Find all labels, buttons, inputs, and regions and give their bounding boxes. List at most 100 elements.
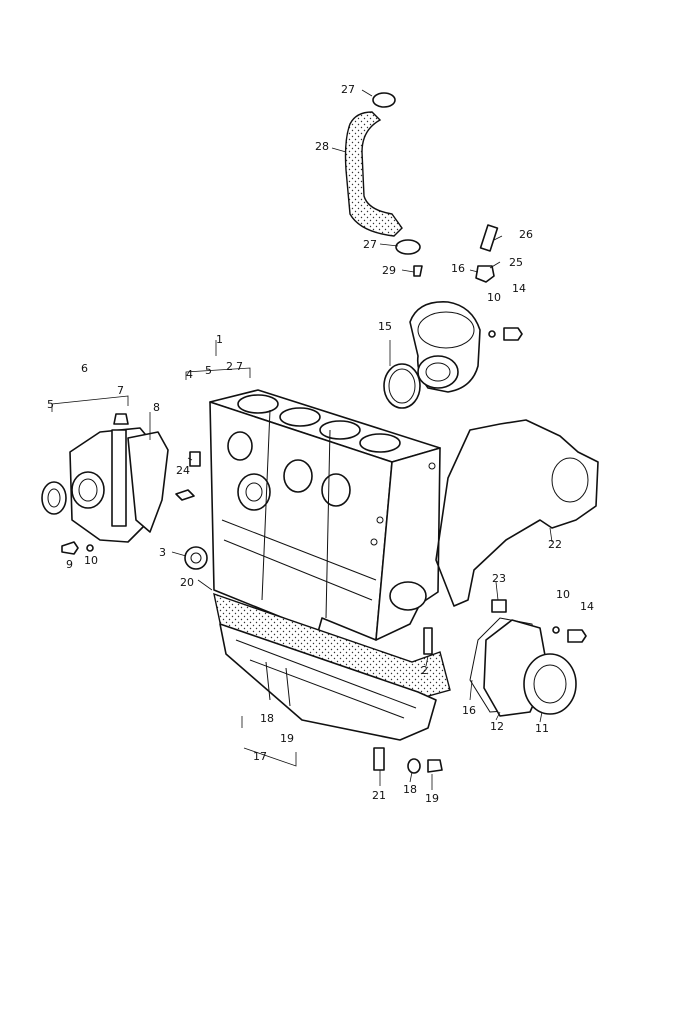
bracket-1 <box>185 367 251 380</box>
pump-plug <box>113 413 129 425</box>
block-rib-1 <box>221 519 377 581</box>
front-boss-2-bore <box>245 482 263 502</box>
drain-bolt <box>373 747 385 771</box>
callout-21: 21 <box>372 789 386 802</box>
bracket-17 <box>241 716 297 767</box>
rear-engine-plate <box>435 419 599 613</box>
callout-10-right: 10 <box>556 588 570 601</box>
oil-pan-fin-2 <box>285 667 291 707</box>
thermostat-housing-assembly <box>383 224 523 409</box>
seal-bolt <box>567 629 587 643</box>
block-hole-3 <box>428 462 436 470</box>
rear-crank-seal <box>523 653 577 715</box>
cylinder-block <box>209 389 441 641</box>
housing-flange <box>417 355 459 389</box>
callout-26: 26 <box>519 228 533 241</box>
callout-14-top: 14 <box>512 282 526 295</box>
callout-6: 6 <box>81 362 88 375</box>
callout-27-top: 27 <box>341 83 355 96</box>
callout-24: 24 <box>176 464 190 477</box>
oil-pan-fin-1 <box>265 661 271 701</box>
hose-clamp-upper <box>372 92 396 108</box>
dowel-sleeve <box>175 489 195 501</box>
bracket-6 <box>51 395 129 412</box>
bolt-pump <box>61 541 79 555</box>
side-port-2 <box>321 473 351 507</box>
seal-screw <box>552 626 560 634</box>
pump-bore <box>71 471 105 509</box>
callout-16-bottom: 16 <box>462 704 476 717</box>
rear-seal-assembly <box>469 617 587 717</box>
oil-pan-rib-1 <box>235 639 417 709</box>
oil-pump-shaft <box>111 429 127 527</box>
block-hole-2 <box>376 516 384 524</box>
sensor-plug <box>189 451 201 467</box>
plate-dowel <box>491 599 507 613</box>
callout-18-bottom: 18 <box>403 783 417 796</box>
drain-washer <box>407 758 421 774</box>
clip <box>413 265 423 277</box>
front-boss-2 <box>237 473 271 511</box>
drain-plug <box>427 759 443 773</box>
callout-5-left: 5 <box>47 398 54 411</box>
callout-10-left: 10 <box>84 554 98 567</box>
front-boss-1 <box>227 431 253 461</box>
oil-seal-3-lip <box>190 552 202 564</box>
callout-3: 3 <box>159 546 166 559</box>
crank-seal-lip <box>47 488 61 508</box>
cylinder-bore-3 <box>319 420 361 440</box>
callout-12: 12 <box>490 720 504 733</box>
cylinder-bore-2 <box>279 407 321 427</box>
breather-tube <box>479 224 499 252</box>
callout-14-right: 14 <box>580 600 594 613</box>
callout-1: 1 <box>216 333 223 346</box>
callout-18-left: 18 <box>260 712 274 725</box>
oil-pan-assembly <box>213 592 451 774</box>
callout-16-top: 16 <box>451 262 465 275</box>
callout-23: 23 <box>492 572 506 585</box>
callout-28: 28 <box>315 140 329 153</box>
screw-small <box>488 330 496 338</box>
o-ring-thermostat <box>383 363 421 409</box>
callout-8: 8 <box>153 401 160 414</box>
engine-plate <box>435 419 599 607</box>
washer-pump <box>86 544 94 552</box>
block-rib-3 <box>261 409 271 601</box>
callout-2-top: 2 <box>226 360 233 373</box>
housing-bore <box>425 362 451 382</box>
block-rib-2 <box>223 539 373 601</box>
pump-bore-inner <box>78 478 98 502</box>
cap-nut <box>475 265 495 283</box>
side-port-1 <box>283 459 313 493</box>
oil-pump-cover <box>127 431 169 533</box>
callout-10-top: 10 <box>487 291 501 304</box>
callout-11: 11 <box>535 722 549 735</box>
callout-19-left: 19 <box>280 732 294 745</box>
oil-seal-3 <box>184 546 208 570</box>
cylinder-bore-4 <box>359 433 401 453</box>
plate-opening <box>551 457 589 503</box>
callout-7-left: 7 <box>117 384 124 397</box>
oil-pan-bolt <box>423 627 433 655</box>
callout-4: 4 <box>186 368 193 381</box>
callout-17: 17 <box>253 750 267 763</box>
oil-pan <box>219 623 437 741</box>
callout-15: 15 <box>378 320 392 333</box>
callout-labels: 27 28 27 26 29 16 25 10 14 15 1 4 5 2 6 … <box>47 83 594 805</box>
block-rib-4 <box>325 429 331 619</box>
crank-seal-front <box>41 481 67 515</box>
callout-20: 20 <box>180 576 194 589</box>
hose-clamp-lower <box>395 239 421 255</box>
o-ring-inner <box>388 368 416 404</box>
coolant-hose-assembly <box>344 92 423 277</box>
leader-lines <box>149 89 553 790</box>
cylinder-bore-1 <box>237 394 279 414</box>
callout-25: 25 <box>509 256 523 269</box>
bolt-thermostat <box>503 327 523 341</box>
callout-27-bottom: 27 <box>363 238 377 251</box>
callout-19-bottom: 19 <box>425 792 439 805</box>
oil-pan-rib-2 <box>249 659 405 719</box>
rear-crank-seal-lip <box>533 664 567 704</box>
grouping-brackets <box>51 367 297 767</box>
